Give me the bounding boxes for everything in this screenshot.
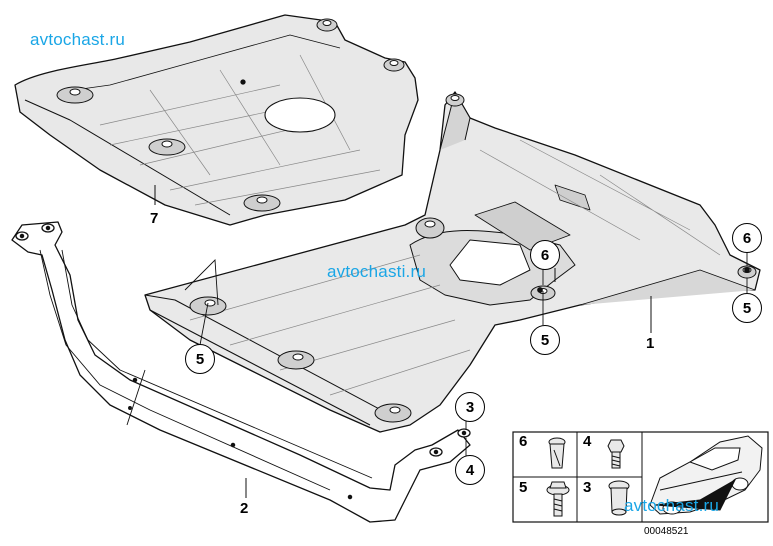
underbody-shield-7 [14, 14, 419, 226]
diagram-id-number: 00048521 [644, 526, 689, 537]
watermark-text: avtochasti.ru [327, 262, 426, 281]
legend-number-5: 5 [519, 479, 528, 496]
reinforcement-frame-2 [11, 221, 471, 523]
legend-number-4: 4 [583, 433, 592, 450]
car-location-icon [649, 435, 763, 515]
callout-5: 5 [185, 344, 215, 374]
flange-screw-icon [546, 481, 570, 517]
callout-6: 6 [732, 223, 762, 253]
callout-6: 6 [530, 240, 560, 270]
legend-number-3: 3 [583, 479, 592, 496]
leader-lines [199, 252, 748, 456]
callout-5: 5 [732, 293, 762, 323]
part-number-1: 1 [646, 335, 655, 352]
watermark-text: avtochast.ru [30, 30, 126, 49]
part-number-2: 2 [240, 500, 249, 517]
callout-4: 4 [455, 455, 485, 485]
section-line-marks [126, 258, 219, 426]
callout-5: 5 [530, 325, 560, 355]
expanding-nut-icon [548, 437, 566, 469]
watermark-text: avtochast.ru [624, 496, 720, 515]
hex-bolt-icon [607, 439, 625, 469]
sleeve-nut-icon [608, 480, 630, 516]
part-number-7: 7 [150, 210, 159, 227]
legend-number-6: 6 [519, 433, 528, 450]
callout-3: 3 [455, 392, 485, 422]
underbody-shield-1 [144, 91, 761, 433]
